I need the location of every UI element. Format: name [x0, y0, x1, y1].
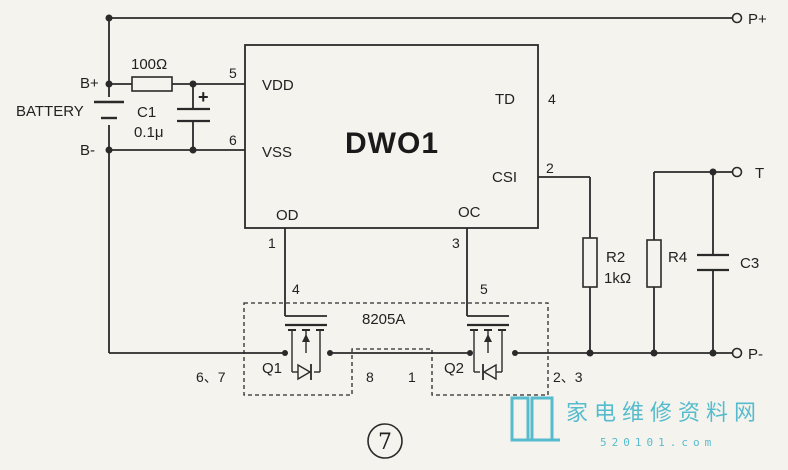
- battery-minus-label: B-: [80, 142, 95, 159]
- mosfet-pin-q2-side: 2、3: [553, 369, 583, 385]
- battery-symbol: [94, 97, 124, 125]
- figure-number: 7: [378, 430, 392, 455]
- mosfet-package-8205a: [243, 302, 549, 396]
- terminal-p-plus: [731, 12, 743, 24]
- pin-number-td: 4: [548, 91, 556, 107]
- pin-number-csi: 2: [546, 160, 554, 176]
- pin-label-oc: OC: [458, 204, 481, 221]
- junction-dots: [105, 14, 717, 357]
- mosfet-package-name: 8205A: [362, 311, 405, 328]
- terminal-p-minus-label: P-: [748, 346, 763, 363]
- capacitor-c1-value: 0.1μ: [134, 124, 164, 141]
- mosfet-gate-pin-q2: 5: [480, 281, 488, 297]
- pin-label-od: OD: [276, 207, 299, 224]
- watermark: 家电维修资料网 520101.com: [510, 396, 762, 449]
- pin-number-oc: 3: [452, 235, 460, 251]
- resistor-100-ohm: [131, 76, 173, 92]
- resistor-r2-value: 1kΩ: [604, 270, 631, 287]
- resistor-r2: [582, 237, 598, 288]
- mosfet-gate-pin-q1: 4: [292, 281, 300, 297]
- capacitor-polarity: +: [198, 87, 209, 107]
- terminal-t-label: T: [755, 165, 764, 182]
- mosfet-q2-symbol: [467, 323, 509, 381]
- pin-label-vss: VSS: [262, 144, 292, 161]
- capacitor-c1: [177, 107, 210, 123]
- resistor-r4: [646, 239, 662, 288]
- transistor-q1-label: Q1: [262, 360, 282, 377]
- book-logo-icon: [510, 396, 560, 442]
- terminal-t: [731, 166, 743, 178]
- capacitor-c3-name: C3: [740, 255, 759, 272]
- wiring: [108, 17, 733, 354]
- pin-number-od: 1: [268, 235, 276, 251]
- mosfet-pin-mid-left: 8: [366, 369, 374, 385]
- chip-dw01: DWO1 VDD VSS TD CSI OD OC: [244, 44, 539, 229]
- battery-label: BATTERY: [16, 103, 84, 120]
- resistor-r4-name: R4: [668, 249, 687, 266]
- capacitor-c3: [697, 253, 729, 272]
- pin-number-vss: 6: [229, 132, 237, 148]
- resistor-r2-name: R2: [606, 249, 625, 266]
- mosfet-q1-symbol: [285, 323, 327, 381]
- terminal-p-plus-label: P+: [748, 11, 767, 28]
- mosfet-pin-q1-side: 6、7: [196, 369, 226, 385]
- pin-number-vdd: 5: [229, 65, 237, 81]
- pin-label-td: TD: [495, 91, 515, 108]
- chip-name: DWO1: [345, 127, 439, 160]
- watermark-url: 520101.com: [600, 436, 716, 449]
- mosfet-pin-mid-right: 1: [408, 369, 416, 385]
- capacitor-c1-name: C1: [137, 104, 156, 121]
- pin-label-csi: CSI: [492, 169, 517, 186]
- battery-plus-label: B+: [80, 75, 99, 92]
- watermark-text: 家电维修资料网: [566, 401, 762, 426]
- resistor-100-value: 100Ω: [131, 56, 167, 73]
- figure-number-badge: 7: [367, 423, 403, 459]
- pin-label-vdd: VDD: [262, 77, 294, 94]
- terminal-p-minus: [731, 347, 743, 359]
- transistor-q2-label: Q2: [444, 360, 464, 377]
